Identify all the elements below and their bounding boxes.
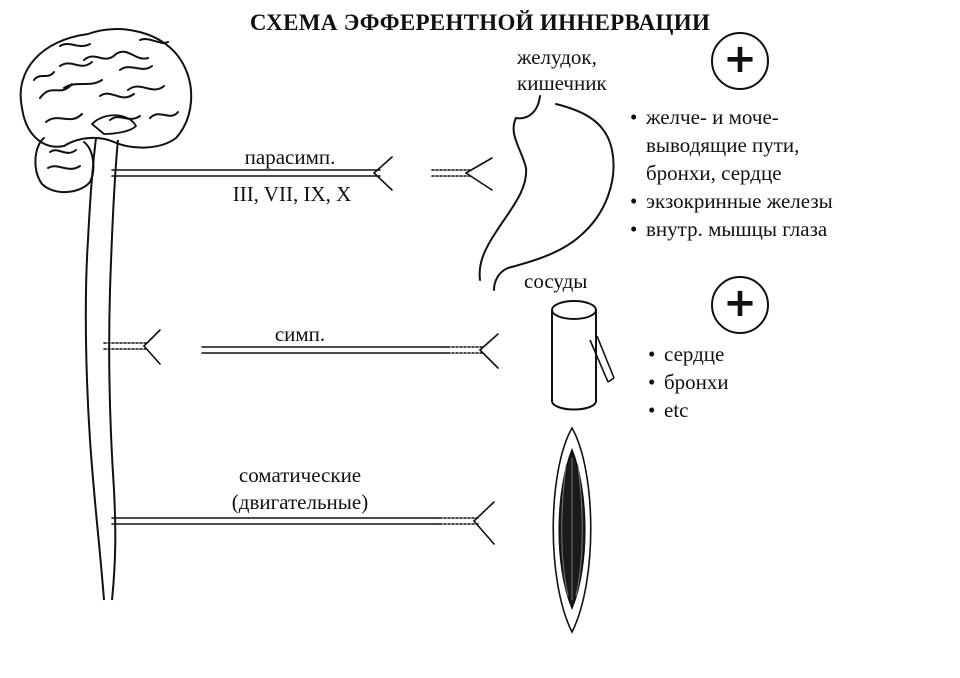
bullet: • xyxy=(630,189,638,213)
blood-vessel-illustration xyxy=(551,300,615,411)
list-item: •экзокринные железы xyxy=(630,189,833,213)
bullet: • xyxy=(630,105,638,129)
somatic-label-line2: (двигательные) xyxy=(231,490,369,514)
sympathetic-targets-list: •сердце •бронхи •etc xyxy=(648,340,729,424)
bullet: • xyxy=(648,398,656,422)
parasympathetic-stimulation-badge: + xyxy=(711,32,769,90)
list-item: •сердце xyxy=(648,342,725,366)
brain-illustration xyxy=(19,28,193,193)
list-item: •внутр. мышцы глаза xyxy=(630,217,828,241)
parasympathetic-targets-list: •желче- и моче- выводящие пути, бронхи, … xyxy=(630,103,833,243)
bullet: • xyxy=(648,370,656,394)
spinal-cord xyxy=(84,137,119,601)
somatic-pathway xyxy=(111,501,495,545)
bullet: • xyxy=(630,217,638,241)
muscle-illustration xyxy=(552,426,592,634)
diagram-title: СХЕМА ЭФФЕРЕНТНОЙ ИННЕРВАЦИИ xyxy=(249,10,711,35)
stomach-label-line1: желудок, xyxy=(517,45,597,69)
stomach-illustration xyxy=(478,95,615,291)
sympathetic-stimulation-badge: + xyxy=(711,276,769,334)
cranial-nerves-label: III, VII, IX, X xyxy=(232,182,352,206)
list-item: бронхи, сердце xyxy=(646,161,782,185)
parasympathetic-label: парасимп. xyxy=(244,145,336,169)
list-item: выводящие пути, xyxy=(646,133,800,157)
parasympathetic-pathway xyxy=(111,156,493,191)
bullet: • xyxy=(648,342,656,366)
stomach-label-line2: кишечник xyxy=(517,71,607,95)
sympathetic-label: симп. xyxy=(274,322,326,346)
sympathetic-pathway xyxy=(103,329,499,369)
list-item: •бронхи xyxy=(648,370,729,394)
somatic-label-line1: соматические xyxy=(238,463,362,487)
list-item: •etc xyxy=(648,398,689,422)
list-item: •желче- и моче- xyxy=(630,105,779,129)
vessels-label: сосуды xyxy=(524,269,588,293)
